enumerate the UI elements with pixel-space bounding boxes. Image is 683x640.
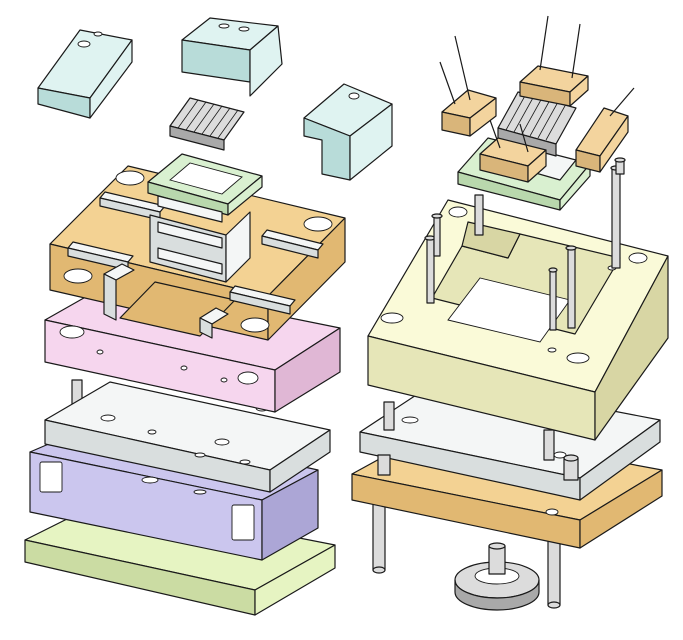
ejector-rods (383, 401, 555, 461)
finned-insert (169, 97, 245, 151)
stripper-plate (44, 381, 331, 493)
slide-assembly (439, 15, 635, 183)
ejector-plate (359, 377, 661, 501)
slider-block-a (37, 29, 133, 119)
locating-ring (454, 542, 540, 611)
core-insert (147, 153, 263, 283)
cavity-plate (367, 199, 669, 441)
guide-pins (424, 165, 622, 331)
return-pin (614, 157, 626, 175)
slider-block-b (181, 17, 283, 97)
slider-block-c (303, 83, 393, 181)
